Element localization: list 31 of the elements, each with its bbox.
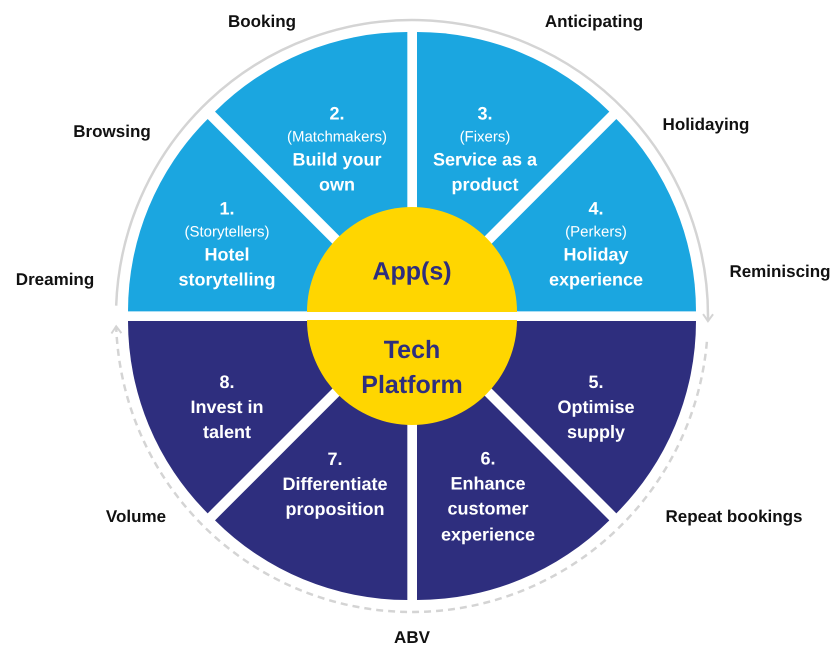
step-title: Build your own: [291, 148, 382, 198]
stage-label: Reminiscing: [729, 262, 831, 282]
step-subtitle: (Matchmakers): [286, 128, 388, 148]
hub-label: Tech Platform: [360, 335, 464, 401]
step-title: Enhance customer experience: [440, 472, 536, 546]
step-title: Invest in talent: [189, 396, 264, 445]
hub-label: App(s): [371, 256, 453, 288]
stage-label: Anticipating: [544, 12, 644, 32]
stage-label: Browsing: [73, 122, 151, 142]
step-title: Differentiate proposition: [281, 473, 388, 522]
step-title: Optimise supply: [556, 396, 636, 445]
step-title: Holiday experience: [548, 244, 644, 292]
step-number: 2.: [328, 102, 346, 126]
step-number: 5.: [587, 371, 604, 394]
step-number: 7.: [326, 448, 344, 472]
step-title: Hotel storytelling: [177, 244, 276, 292]
step-number: 1.: [218, 198, 236, 221]
stage-label: Volume: [106, 507, 166, 527]
step-number: 4.: [587, 198, 604, 221]
stage-label: ABV: [394, 628, 430, 648]
stage-label: Holidaying: [662, 115, 750, 135]
step-number: 6.: [479, 448, 496, 471]
stage-label: Booking: [228, 12, 296, 32]
step-title: Service as a product: [432, 148, 538, 198]
step-number: 3.: [476, 102, 494, 126]
step-subtitle: (Storytellers): [183, 222, 270, 243]
stage-label: Dreaming: [16, 270, 94, 290]
step-subtitle: (Fixers): [458, 128, 512, 148]
step-number: 8.: [218, 371, 236, 394]
stage-label: Repeat bookings: [666, 507, 802, 527]
step-subtitle: (Perkers): [564, 222, 628, 243]
